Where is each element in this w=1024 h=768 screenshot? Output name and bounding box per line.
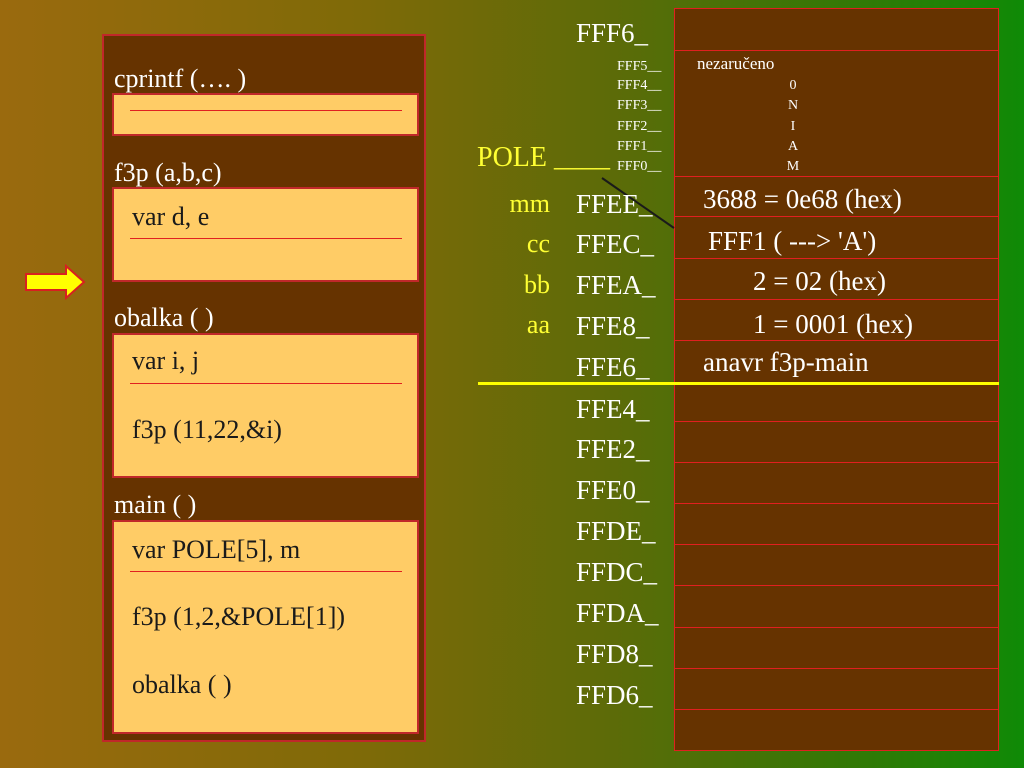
address: FFE4_: [576, 394, 650, 424]
pole-label: POLE ____: [477, 142, 610, 173]
small-address: FFF1__: [617, 139, 662, 154]
obalka-box: [112, 333, 419, 478]
right-arrow-icon: [25, 264, 86, 300]
small-value: A: [787, 139, 799, 154]
pole-pointer-line: [601, 177, 675, 229]
small-address: FFF3__: [617, 98, 662, 113]
cprintf-box: [112, 93, 419, 136]
memory-row-divider: [674, 176, 999, 177]
address: FFE0_: [576, 475, 650, 505]
memory-value: 1 = 0001 (hex): [753, 309, 913, 339]
memory-row-divider: [674, 709, 999, 710]
memory-row-divider: [674, 585, 999, 586]
var-label-mm: mm: [509, 189, 550, 218]
f3p-divider: [130, 238, 402, 239]
var-label-aa: aa: [526, 310, 550, 339]
address: FFEA_: [576, 270, 656, 300]
memory-row-divider: [674, 544, 999, 545]
memory-value: anavr f3p-main: [703, 347, 869, 377]
small-value: 0: [789, 78, 797, 93]
stack-frame-marker: [478, 382, 999, 385]
memory-row-divider: [674, 299, 999, 300]
memory-row-divider: [674, 258, 999, 259]
small-value: I: [790, 119, 796, 134]
small-address: FFF2__: [617, 119, 662, 134]
main-line-1: var POLE[5], m: [132, 535, 301, 564]
memory-row-divider: [674, 462, 999, 463]
var-label-bb: bb: [524, 270, 550, 299]
memory-row-divider: [674, 50, 999, 51]
main-title: main ( ): [114, 490, 197, 519]
address: FFEC_: [576, 229, 655, 259]
obalka-divider: [130, 383, 402, 384]
memory-row-divider: [674, 216, 999, 217]
address: FFE8_: [576, 311, 650, 341]
small-address: FFF4__: [617, 78, 662, 93]
var-label-cc: cc: [526, 229, 550, 258]
main-line-2: f3p (1,2,&POLE[1]): [132, 602, 346, 631]
f3p-box: [112, 187, 419, 282]
obalka-title: obalka ( ): [114, 303, 214, 332]
f3p-title: f3p (a,b,c): [114, 158, 222, 187]
memory-stack: [674, 8, 999, 751]
f3p-line-1: var d, e: [132, 202, 210, 231]
cprintf-divider: [130, 110, 402, 111]
cprintf-title: cprintf (…. ): [114, 64, 247, 93]
address-top: FFF6_: [576, 18, 649, 48]
address: FFDC_: [576, 557, 658, 587]
address: FFE6_: [576, 352, 650, 382]
memory-row-divider: [674, 627, 999, 628]
address: FFD8_: [576, 639, 653, 669]
address: FFE2_: [576, 434, 650, 464]
memory-row-divider: [674, 503, 999, 504]
memory-value: 3688 = 0e68 (hex): [703, 184, 902, 214]
memory-value: FFF1 ( ---> 'A'): [708, 226, 877, 256]
obalka-line-2: f3p (11,22,&i): [132, 415, 282, 444]
address: FFD6_: [576, 680, 653, 710]
memory-row-divider: [674, 421, 999, 422]
memory-row-divider: [674, 668, 999, 669]
obalka-line-1: var i, j: [132, 346, 200, 375]
address: FFDA_: [576, 598, 659, 628]
small-value: M: [786, 159, 800, 174]
main-box: [112, 520, 419, 734]
small-value: N: [787, 98, 799, 113]
small-value-unguaranteed: nezaručeno: [697, 54, 775, 73]
main-line-3: obalka ( ): [132, 670, 232, 699]
memory-row-divider: [674, 340, 999, 341]
main-divider: [130, 571, 402, 572]
memory-value: 2 = 02 (hex): [753, 266, 886, 296]
small-address: FFF5__: [617, 59, 662, 74]
small-address: FFF0__: [617, 159, 662, 174]
address: FFDE_: [576, 516, 656, 546]
address: FFEE_: [576, 189, 653, 219]
